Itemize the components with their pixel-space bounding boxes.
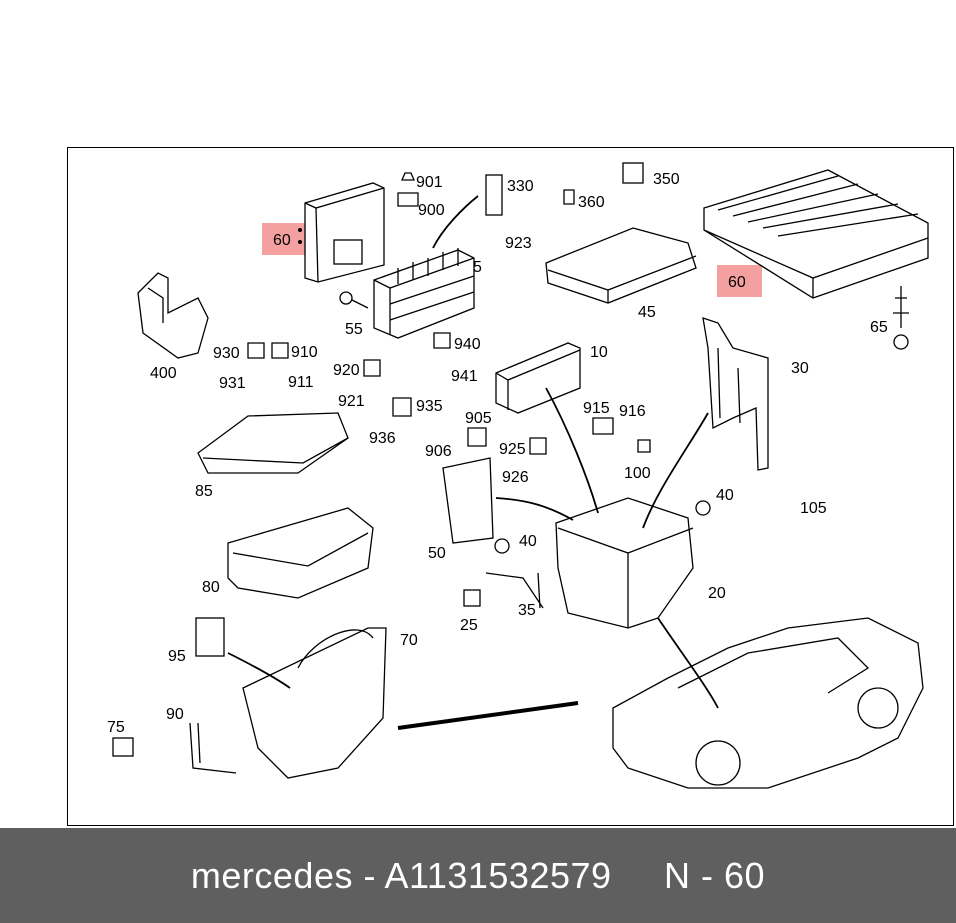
strap-35: [485, 572, 544, 609]
nut-40-right: [695, 500, 711, 516]
module-10: [495, 342, 581, 414]
bracket-30: [702, 317, 769, 471]
label-400: 400: [150, 365, 177, 382]
cover-85: [197, 412, 349, 474]
small-part-icons: [247, 162, 651, 455]
exploded-view-illustration: 901 900 330 360 350 923 5 60 60 55 45 65…: [107, 162, 929, 789]
label-30: 30: [791, 360, 809, 377]
control-unit-60-left: [298, 182, 385, 283]
label-935: 935: [416, 398, 443, 415]
label-40-right: 40: [716, 487, 734, 504]
footer-bar: mercedes - A1131532579 N - 60: [0, 828, 956, 923]
label-360: 360: [578, 194, 605, 211]
label-910: 910: [291, 344, 318, 361]
connector-25: [463, 589, 481, 607]
label-915: 915: [583, 400, 610, 417]
fastener-65: [893, 286, 909, 350]
arrows: [227, 195, 719, 730]
vehicle-outline: [612, 617, 924, 789]
label-85: 85: [195, 483, 213, 500]
label-90: 90: [166, 706, 184, 723]
connector-75: [112, 737, 134, 757]
block-95: [195, 617, 225, 657]
label-5: 5: [473, 259, 482, 276]
fuse-relay-box-5: [373, 248, 475, 339]
label-905: 905: [465, 410, 492, 427]
label-20: 20: [708, 585, 726, 602]
label-65: 65: [870, 319, 888, 336]
label-930: 930: [213, 345, 240, 362]
label-45: 45: [638, 304, 656, 321]
bracket-400: [137, 272, 209, 359]
label-60-right: 60: [728, 274, 746, 291]
label-900: 900: [418, 202, 445, 219]
label-75: 75: [107, 719, 125, 736]
label-920: 920: [333, 362, 360, 379]
screw-55: [339, 291, 369, 309]
label-35: 35: [518, 602, 536, 619]
label-330: 330: [507, 178, 534, 195]
label-925: 925: [499, 441, 526, 458]
cover-45: [545, 227, 697, 304]
label-105: 105: [800, 500, 827, 517]
tray-80: [227, 507, 374, 599]
label-901: 901: [416, 174, 443, 191]
label-60-left: 60: [273, 232, 291, 249]
label-100: 100: [624, 465, 651, 482]
label-55: 55: [345, 321, 363, 338]
housing-20: [555, 497, 694, 629]
label-25: 25: [460, 617, 478, 634]
label-40-left: 40: [519, 533, 537, 550]
label-80: 80: [202, 579, 220, 596]
housing-70: [242, 627, 387, 779]
label-350: 350: [653, 171, 680, 188]
bracket-50: [442, 457, 494, 544]
label-940: 940: [454, 336, 481, 353]
bracket-90: [189, 722, 237, 774]
footer-caption: mercedes - A1131532579 N - 60: [190, 854, 766, 896]
label-50: 50: [428, 545, 446, 562]
label-921: 921: [338, 393, 365, 410]
label-95: 95: [168, 648, 186, 665]
label-906: 906: [425, 443, 452, 460]
parts-diagram: 901 900 330 360 350 923 5 60 60 55 45 65…: [67, 147, 954, 826]
label-911: 911: [288, 374, 314, 391]
control-unit-60-right: [703, 169, 929, 299]
highlight-part-60-right: [717, 265, 762, 297]
label-931: 931: [219, 375, 246, 392]
label-10: 10: [590, 344, 608, 361]
label-941: 941: [451, 368, 478, 385]
label-923: 923: [505, 235, 532, 252]
label-936: 936: [369, 430, 396, 447]
nut-40-left: [494, 538, 510, 554]
label-916: 916: [619, 403, 646, 420]
label-926: 926: [502, 469, 529, 486]
label-70: 70: [400, 632, 418, 649]
